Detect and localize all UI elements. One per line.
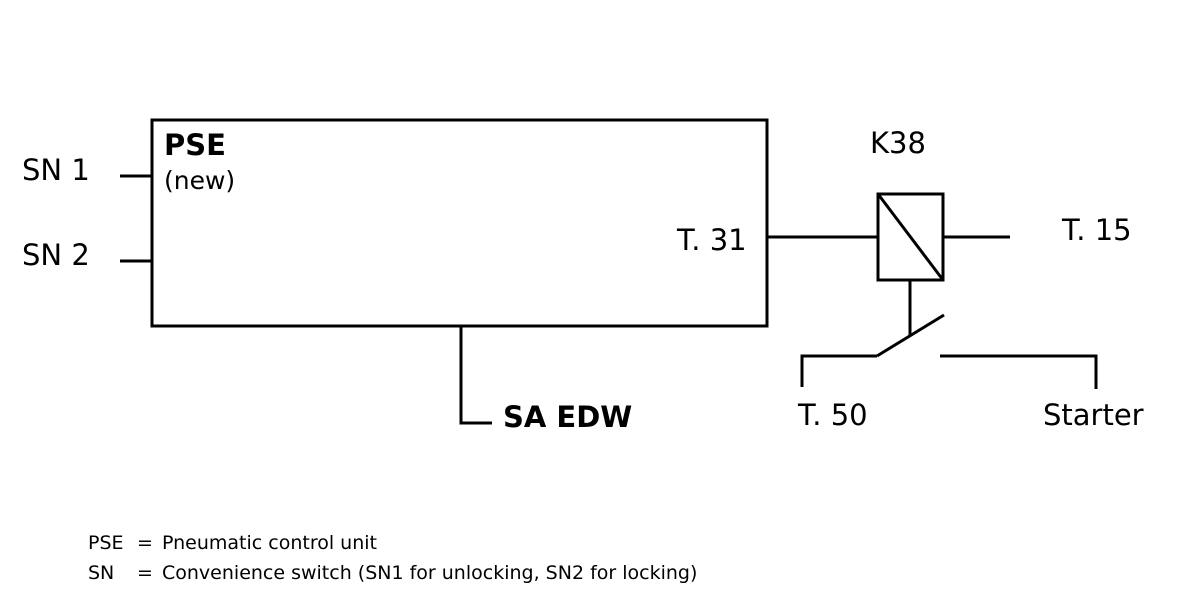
legend: PSE = Pneumatic control unit SN = Conven… <box>88 532 697 584</box>
switch-right-wire <box>940 354 1098 389</box>
t15-label: T. 15 <box>1061 213 1132 247</box>
legend-abbr: PSE <box>88 532 124 554</box>
sa-edw-label: SA EDW <box>503 400 632 434</box>
pse-box <box>150 118 769 328</box>
t50-label: T. 50 <box>797 398 868 432</box>
relay-coil-diagonal <box>876 193 945 281</box>
legend-equals: = <box>137 562 153 584</box>
pse-subtitle: (new) <box>164 166 235 195</box>
sn1-label: SN 1 <box>22 153 90 187</box>
legend-equals: = <box>137 532 153 554</box>
legend-row: SN = Convenience switch (SN1 for unlocki… <box>88 562 697 584</box>
starter-label: Starter <box>1043 398 1144 432</box>
sa-edw-wire <box>459 326 492 425</box>
legend-text: Pneumatic control unit <box>162 532 377 554</box>
relay-label: K38 <box>870 126 926 160</box>
sn2-label: SN 2 <box>22 238 90 272</box>
switch-left-wire <box>800 354 877 387</box>
terminal-31-label: T. 31 <box>676 223 747 257</box>
pse-title: PSE <box>164 128 226 162</box>
switch-contact-blade <box>876 313 945 358</box>
legend-text: Convenience switch (SN1 for unlocking, S… <box>162 562 697 584</box>
legend-abbr: SN <box>88 562 114 584</box>
legend-row: PSE = Pneumatic control unit <box>88 532 377 554</box>
